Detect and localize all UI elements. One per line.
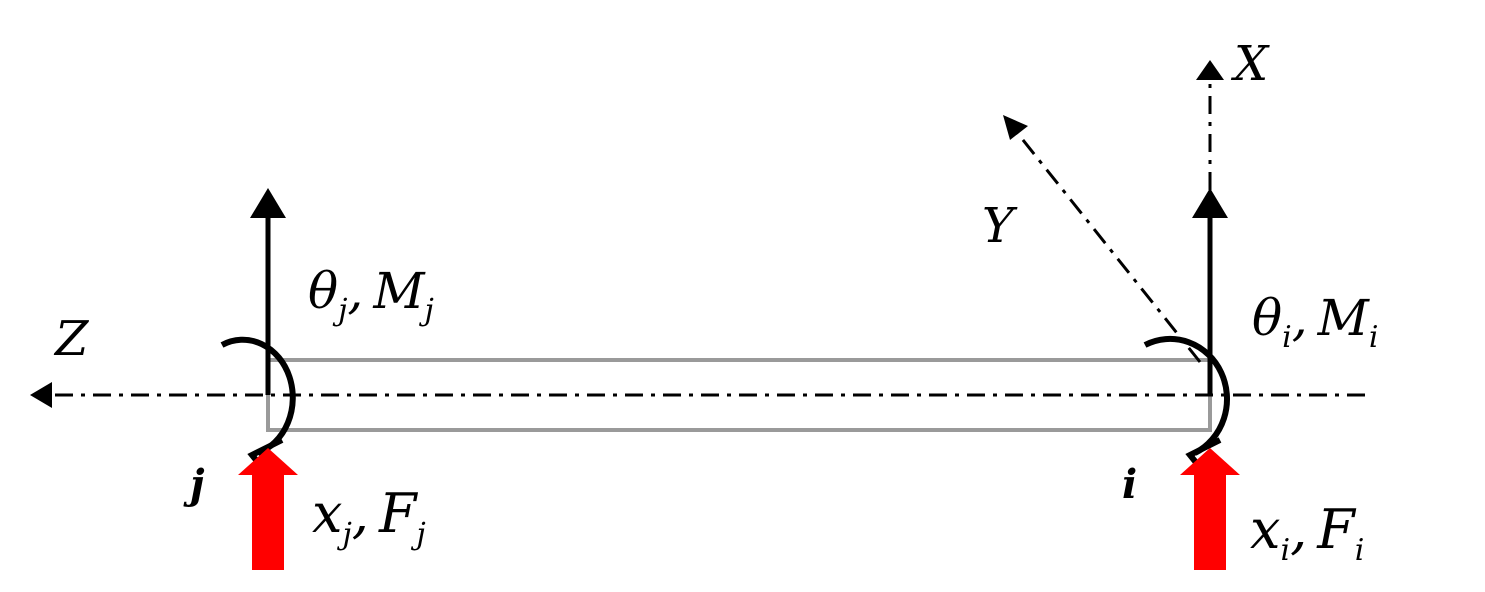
y-axis-arrowhead	[1003, 115, 1028, 140]
theta-i-moment-label: θi,Mi	[1252, 289, 1378, 355]
axis-x-label: X	[1230, 36, 1270, 92]
axis-z-label: Z	[53, 311, 90, 367]
moment-i-sub: i	[1369, 320, 1379, 355]
moment-i-base: M	[1317, 289, 1371, 347]
disp-i-base: x	[1250, 498, 1280, 561]
disp-i-sub: i	[1280, 533, 1290, 568]
z-axis-arrowhead	[30, 382, 52, 408]
theta-j-sep: ,	[347, 262, 363, 320]
theta-i-sep: ,	[1292, 289, 1308, 347]
force-j-label: xj,Fj	[312, 482, 426, 552]
theta-i-sub: i	[1282, 320, 1292, 355]
node-j-force-arrow	[238, 448, 298, 570]
node-i-vertical-arrowhead	[1192, 188, 1228, 218]
x-axis-arrowhead	[1196, 60, 1224, 80]
force-i-sub: i	[1355, 533, 1365, 568]
theta-j-moment-label: θj,Mj	[308, 262, 434, 328]
node-i-force-arrow	[1180, 448, 1240, 570]
force-j-base: F	[378, 482, 419, 545]
node-j-vertical-arrowhead	[250, 188, 286, 218]
force-j-sep: ,	[352, 482, 369, 545]
y-axis-line	[1013, 129, 1202, 363]
disp-j-base: x	[312, 482, 342, 545]
theta-j-base: θ	[308, 262, 338, 320]
force-i-label: xi,Fi	[1250, 498, 1364, 568]
moment-j-base: M	[372, 262, 426, 320]
force-i-base: F	[1316, 498, 1357, 561]
node-i-label: i	[1122, 461, 1137, 508]
node-j-label: j	[183, 461, 205, 508]
force-i-sep: ,	[1290, 498, 1307, 561]
theta-i-base: θ	[1252, 289, 1282, 347]
axis-y-label: Y	[982, 198, 1018, 254]
node-i-moment-arc	[1143, 335, 1230, 456]
